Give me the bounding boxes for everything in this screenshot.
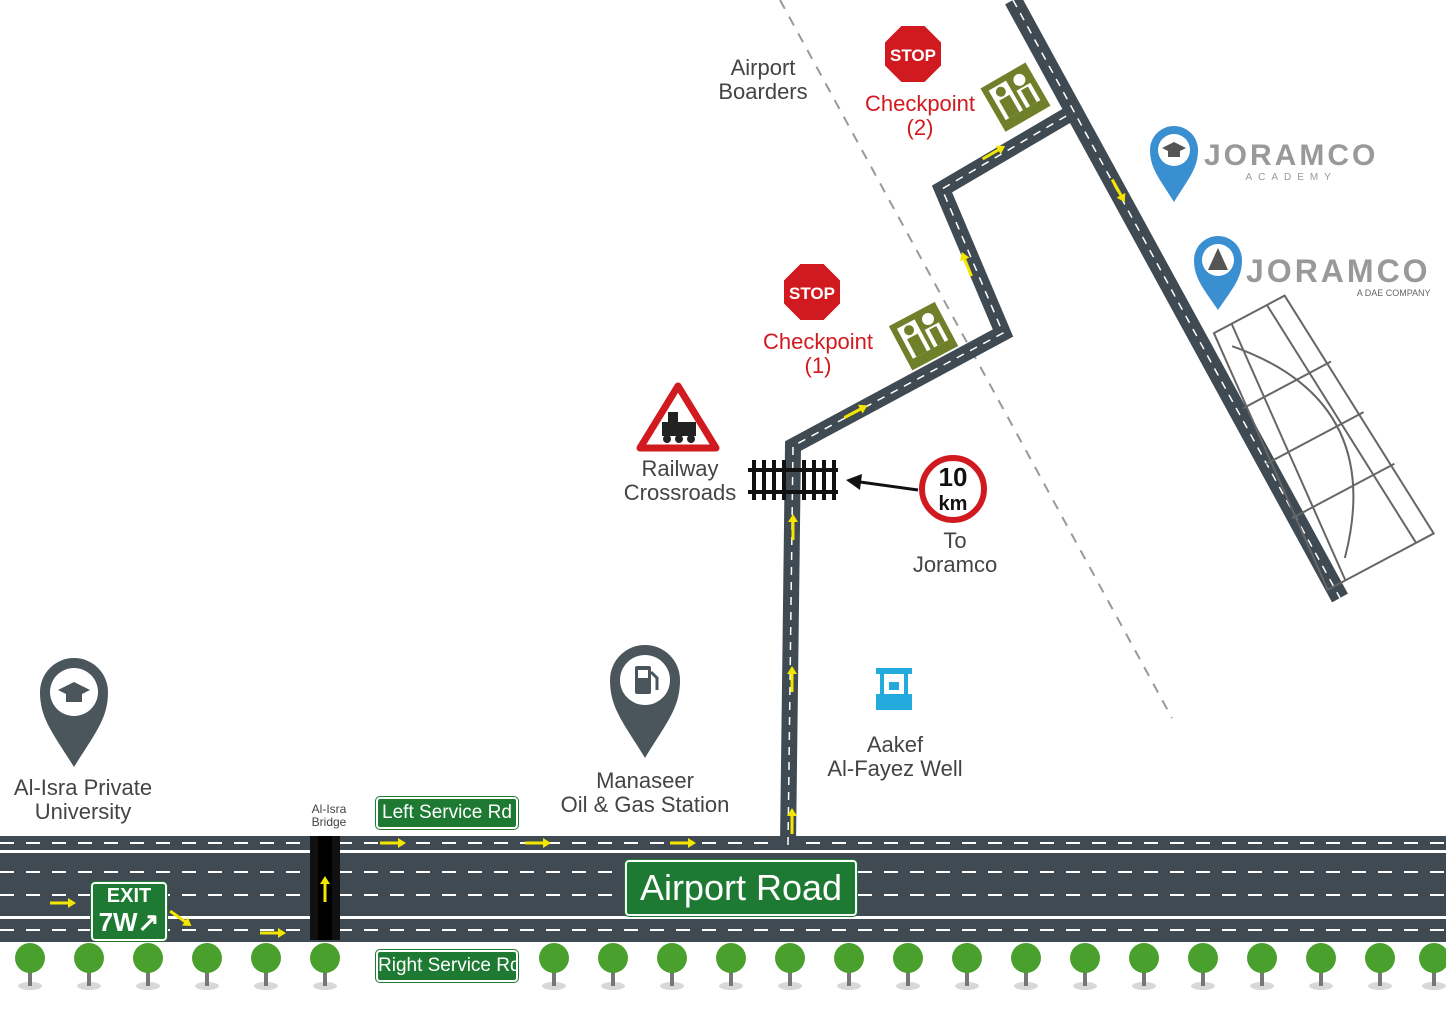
right-service-road-sign: Right Service Rd — [375, 949, 521, 983]
speed-value: 10 — [939, 462, 968, 492]
exit-arrow-icon: ↗ — [137, 907, 160, 937]
university-pin-icon — [40, 658, 108, 767]
airport-internal-road — [1005, 0, 1348, 603]
gas-station-pin-icon — [610, 645, 680, 758]
speed-unit: km — [939, 493, 968, 515]
checkpoint-1-label: Checkpoint(1) — [762, 329, 874, 378]
checkpoint-2-label: Checkpoint(2) — [864, 91, 976, 140]
tree-row — [15, 943, 1446, 990]
speed-limit-sign: 10 km — [846, 455, 987, 523]
svg-text:STOP: STOP — [890, 46, 936, 65]
left-service-road-sign: Left Service Rd — [375, 796, 519, 830]
joramco-company-logo: JORAMCO A DAE COMPANY — [1246, 253, 1431, 298]
railway-warning-icon — [636, 382, 720, 452]
joramco-academy-logo: JORAMCO ACADEMY — [1204, 139, 1379, 184]
checkpoint-2-guard-icon — [980, 62, 1051, 132]
stop-sign-2-icon: STOP — [883, 24, 943, 84]
academy-pin-icon — [1150, 126, 1198, 202]
well-icon — [876, 668, 912, 710]
stop-sign-1-icon: STOP — [782, 262, 842, 322]
airport-border-line — [779, 0, 1173, 719]
bridge-icon — [310, 836, 340, 940]
access-road — [780, 105, 1078, 846]
exit-sign: EXIT 7W↗ — [90, 881, 168, 942]
hangar-icon — [1212, 294, 1436, 592]
railway-tracks-icon — [748, 460, 838, 500]
company-pin-icon — [1194, 236, 1242, 310]
svg-text:STOP: STOP — [789, 284, 835, 303]
exit-label: EXIT — [106, 885, 152, 907]
airport-road-sign: Airport Road — [624, 859, 858, 917]
exit-number: 7W↗ — [98, 907, 160, 937]
